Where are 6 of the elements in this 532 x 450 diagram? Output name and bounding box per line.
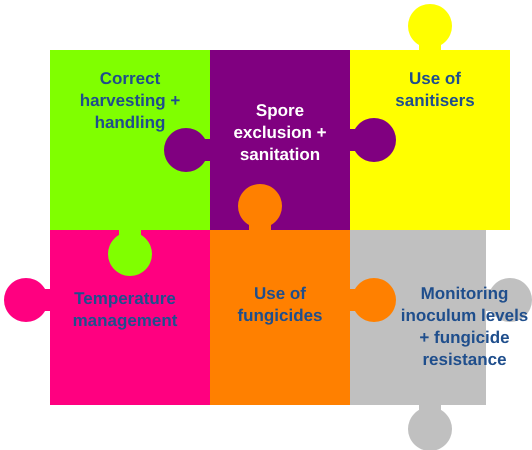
piece-label: Correct harvesting + handling — [78, 68, 182, 134]
piece-label: Use of fungicides — [236, 283, 324, 327]
piece-label: Monitoring inoculum levels + fungicide resistance — [400, 283, 530, 371]
piece-label: Temperature management — [72, 288, 178, 332]
piece-label: Use of sanitisers — [394, 68, 476, 112]
piece-label: Spore exclusion + sanitation — [232, 100, 328, 166]
